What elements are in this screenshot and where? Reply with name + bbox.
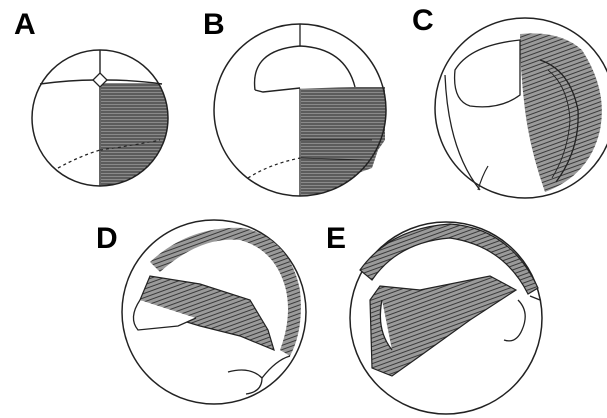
panel-label-a: A (14, 10, 36, 40)
shaded-neural-tube (360, 224, 538, 294)
shaded-endoderm (520, 33, 602, 192)
shaded-archenteron-floor (370, 276, 516, 376)
archenteron-cavity (455, 40, 520, 107)
shaded-yolk-region (301, 87, 385, 178)
panel-label-e: E (326, 224, 346, 254)
panel-label-d: D (96, 224, 118, 254)
panel-c-drawing (435, 18, 607, 198)
panel-e-drawing (350, 222, 542, 414)
blastocoel-cavity (255, 46, 355, 90)
panel-d-drawing (122, 220, 306, 404)
panel-label-c: C (412, 6, 434, 36)
panel-label-b: B (203, 10, 225, 40)
panel-b-drawing (214, 24, 388, 200)
panel-a-drawing (32, 50, 171, 193)
